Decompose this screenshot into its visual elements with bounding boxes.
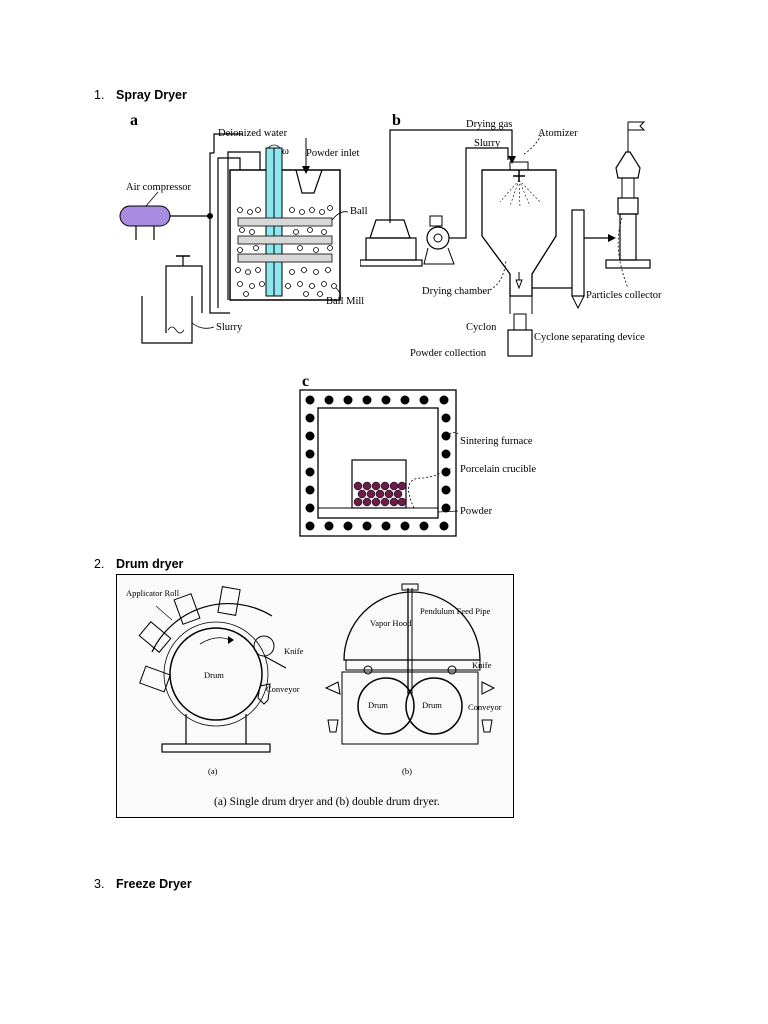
section-heading-spray-dryer: 1. Spray Dryer	[94, 88, 187, 102]
section-title: Drum dryer	[116, 557, 184, 571]
label-powder-inlet: Powder inlet	[306, 148, 359, 159]
applicator-roll-1	[173, 593, 201, 625]
cyclone-separating-device	[571, 209, 585, 297]
applicator-roll-2	[217, 586, 241, 616]
mill-balls	[235, 205, 337, 297]
air-compressor	[119, 205, 171, 227]
label-drum-single: Drum	[204, 670, 224, 680]
vapor-hood	[343, 591, 481, 661]
panel-label-a: a	[130, 112, 138, 129]
label-powder: Powder	[460, 506, 493, 517]
section-heading-drum-dryer: 2. Drum dryer	[94, 557, 183, 571]
label-particles-collector: Particles collector	[586, 290, 662, 301]
porcelain-crucible	[351, 459, 407, 509]
label-air-compressor: Air compressor	[126, 182, 192, 193]
figure-frame	[116, 574, 514, 818]
label-drum-right: Drum	[422, 700, 442, 710]
figure-a-ball-mill: a Deionized water ω Powder inlet Air com…	[119, 112, 368, 344]
figure-caption: (a) Single drum dryer and (b) double dru…	[214, 796, 440, 808]
label-ball: Ball	[350, 206, 368, 217]
section-number: 3.	[94, 877, 105, 891]
label-vapor-hood: Vapor Hood	[370, 618, 412, 628]
label-conveyor-a: Conveyor	[266, 684, 300, 694]
label-atomizer: Atomizer	[538, 128, 578, 139]
ball-mill-vessel	[229, 169, 341, 301]
figure-drum-dryer: Applicator Roll Drum Knife Conveyor (a) …	[116, 574, 514, 818]
drum-left	[357, 677, 415, 735]
pump	[426, 226, 450, 250]
section-title: Spray Dryer	[116, 88, 187, 102]
furnace-outer-wall	[299, 389, 457, 537]
label-cyclon: Cyclon	[466, 322, 497, 333]
powder-collection-bottle	[507, 329, 533, 357]
label-sub-b: (b)	[402, 766, 412, 776]
label-sub-a: (a)	[208, 766, 218, 776]
panel-label-c: c	[302, 373, 309, 390]
heating-elements	[305, 395, 451, 531]
label-knife-b: Knife	[472, 660, 492, 670]
powder-balls	[353, 481, 407, 507]
label-drum-left: Drum	[368, 700, 388, 710]
section-number: 1.	[94, 88, 105, 102]
panel-label-b: b	[392, 112, 401, 129]
label-sintering-furnace: Sintering furnace	[460, 436, 533, 447]
slurry-tank	[141, 296, 193, 344]
label-omega: ω	[282, 146, 289, 157]
section-number: 2.	[94, 557, 105, 571]
label-drying-gas: Drying gas	[466, 119, 512, 130]
label-slurry-b: Slurry	[474, 138, 501, 149]
label-conveyor-b: Conveyor	[468, 702, 502, 712]
label-applicator: Applicator Roll	[126, 588, 180, 598]
label-deionized-water: Deionized water	[218, 128, 288, 139]
figure-b-spray-dryer: b Drying gas Atomizer Slurry Drying cham…	[360, 112, 662, 359]
section-heading-freeze-dryer: 3. Freeze Dryer	[94, 877, 192, 891]
powder-inlet-funnel	[295, 169, 323, 194]
label-cyclone-separating-device: Cyclone separating device	[534, 332, 645, 343]
label-ball-mill: Ball Mill	[326, 296, 364, 307]
section-title: Freeze Dryer	[116, 877, 192, 891]
label-slurry: Slurry	[216, 322, 243, 333]
single-drum	[169, 627, 263, 721]
particles-collector	[615, 151, 641, 179]
figure-c-sintering-furnace: c Sintering furnace Porcelain crucible P…	[299, 373, 536, 537]
label-knife-a: Knife	[284, 646, 304, 656]
label-pendulum: Pendulum Feed Pipe	[420, 606, 491, 616]
label-powder-collection: Powder collection	[410, 348, 487, 359]
drum-right	[405, 677, 463, 735]
label-drying-chamber: Drying chamber	[422, 286, 491, 297]
label-porcelain-crucible: Porcelain crucible	[460, 464, 536, 475]
